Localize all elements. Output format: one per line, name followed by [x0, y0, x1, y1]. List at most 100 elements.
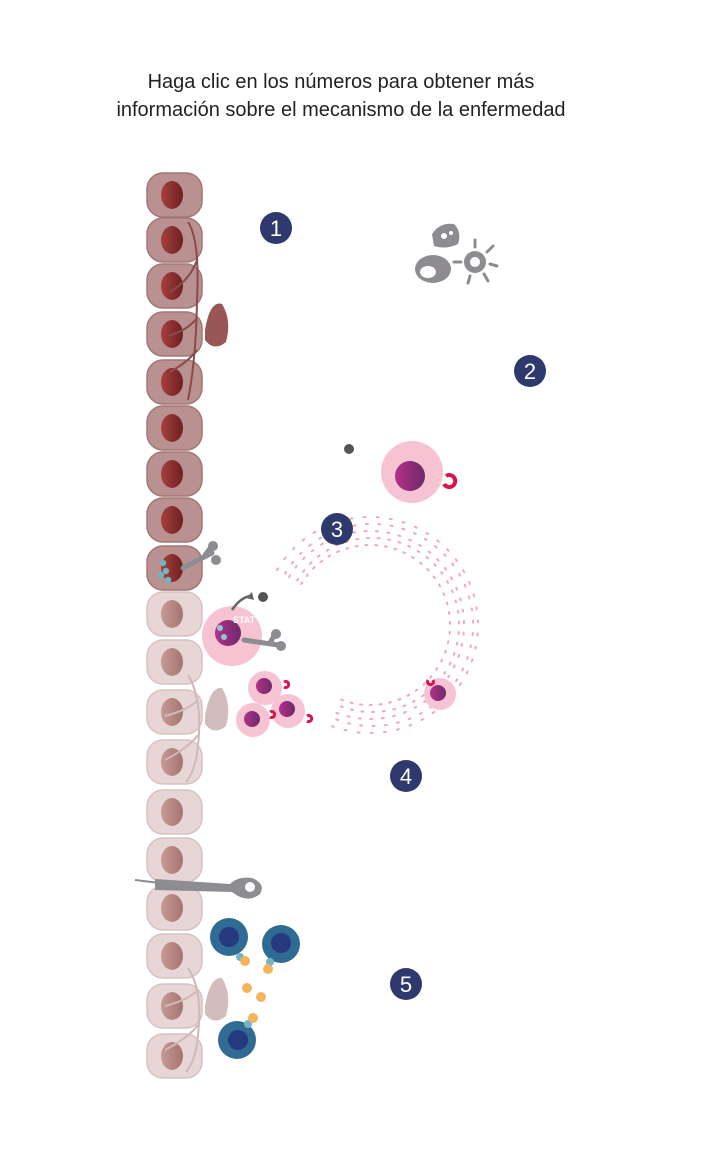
epithelial-cell	[146, 217, 203, 263]
migration-dash	[459, 597, 462, 602]
stat-label: STAT	[233, 615, 256, 625]
migration-dash	[336, 550, 340, 554]
migration-dash	[352, 524, 357, 527]
hotspot-5-button[interactable]: 5	[390, 968, 422, 1000]
migration-dash	[320, 542, 324, 546]
signaling-cell: STAT	[202, 592, 286, 666]
migration-dash	[363, 529, 368, 533]
migration-dash	[440, 571, 444, 575]
migration-dash	[302, 556, 306, 560]
migration-dash	[352, 531, 357, 534]
migration-dash	[445, 601, 449, 606]
hotspot-1-button[interactable]: 1	[260, 212, 292, 244]
migration-dash	[471, 632, 474, 637]
migration-dash	[308, 543, 312, 547]
migration-dash	[312, 530, 317, 534]
migration-dash	[376, 537, 381, 540]
migration-dash	[383, 723, 388, 727]
migration-dash	[447, 674, 451, 679]
migration-dash	[463, 583, 467, 588]
migration-dash	[468, 581, 471, 585]
migration-dash	[462, 620, 466, 625]
migration-dash	[345, 547, 350, 550]
migration-dash	[455, 586, 459, 591]
migration-dash	[461, 608, 465, 613]
migration-dash	[470, 658, 474, 663]
migration-dash	[325, 548, 330, 552]
migration-dash	[427, 550, 432, 554]
nerve-branch-upper	[167, 221, 199, 401]
migration-dash	[433, 563, 437, 567]
migration-dash	[469, 644, 472, 649]
migration-dash	[416, 549, 421, 554]
migration-dash	[284, 570, 288, 575]
migration-dash	[421, 694, 425, 698]
migration-dash	[448, 620, 452, 625]
migration-dash	[395, 721, 400, 724]
epithelial-cell	[146, 885, 203, 931]
migration-dash	[462, 631, 465, 636]
migration-dash	[425, 556, 429, 560]
hotspot-3-button[interactable]: 3	[321, 513, 353, 545]
migration-dash	[471, 619, 475, 624]
plasma-cell-large	[381, 441, 458, 503]
migration-dash	[418, 711, 423, 715]
migration-dash	[413, 525, 418, 529]
migration-dash	[466, 656, 469, 661]
hotspot-2-label: 2	[524, 359, 536, 384]
migration-dash	[275, 567, 279, 572]
migration-dash	[411, 699, 416, 703]
nerve-ganglion-lower-1	[205, 687, 229, 731]
hotspot-2-button[interactable]: 2	[514, 355, 546, 387]
migration-dash	[359, 724, 364, 727]
hotspot-4-label: 4	[400, 764, 412, 789]
migration-dash	[290, 560, 295, 565]
migration-dash	[474, 645, 477, 650]
migration-dash	[358, 703, 363, 706]
migration-dash	[458, 682, 463, 686]
migration-dash	[356, 731, 361, 734]
epithelial-cell	[146, 591, 203, 637]
migration-dash	[371, 710, 376, 714]
signal-dot	[157, 571, 165, 579]
migration-dash	[364, 543, 369, 547]
migration-dash	[360, 710, 365, 713]
epithelial-cell-layer	[146, 172, 203, 1079]
hotspot-4-button[interactable]: 4	[390, 760, 422, 792]
migration-dash	[309, 561, 313, 565]
migration-dash	[413, 532, 417, 535]
migration-dash	[432, 575, 436, 580]
migration-dash	[318, 536, 322, 540]
migration-dash	[431, 710, 436, 715]
migration-dash	[408, 538, 412, 542]
migration-dash	[413, 705, 418, 709]
migration-dash	[339, 705, 344, 708]
migration-dash	[388, 701, 393, 704]
migration-dash	[378, 703, 383, 706]
migration-dash	[377, 523, 382, 526]
migration-dash	[389, 524, 394, 528]
migration-dash	[454, 599, 458, 604]
migration-dash	[299, 551, 303, 556]
epithelial-cell	[146, 497, 203, 543]
migration-dash	[443, 553, 447, 557]
migration-dash	[433, 545, 438, 549]
migration-dash	[448, 661, 452, 666]
epithelial-cell	[146, 359, 203, 405]
migration-path	[275, 516, 480, 735]
migration-dash	[301, 538, 306, 542]
epithelial-cell	[146, 983, 203, 1029]
migration-dash	[364, 522, 369, 526]
migration-dash	[397, 541, 402, 544]
migration-dash	[283, 556, 287, 561]
hotspot-5-label: 5	[400, 972, 412, 997]
instruction-line-1: Haga clic en los números para obtener má…	[147, 71, 535, 93]
migration-dash	[349, 517, 354, 520]
epithelial-cell	[146, 263, 203, 309]
immune-cells-icon	[415, 223, 499, 285]
migration-dash	[452, 664, 456, 669]
migration-dash	[406, 693, 411, 697]
migration-dash	[310, 549, 315, 553]
migration-dash	[451, 562, 455, 567]
migration-dash	[472, 593, 476, 598]
